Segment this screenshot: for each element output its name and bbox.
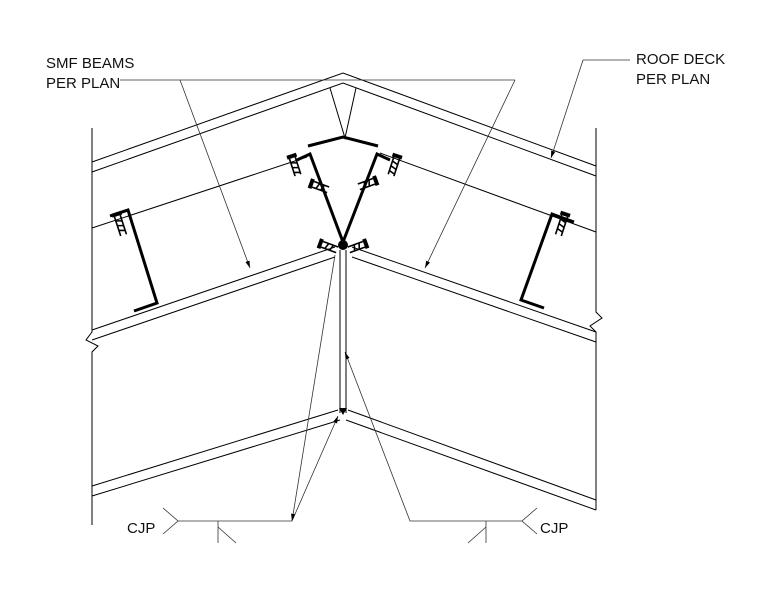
- smf-beam-bottom-lines: [91, 246, 597, 343]
- screw-left-purlin: [111, 210, 128, 237]
- right-z-purlin: [519, 212, 575, 310]
- cjp-left-leader: [162, 254, 339, 544]
- roof-deck-label-line1: ROOF DECK: [636, 51, 725, 68]
- smf-beams-leaders: [120, 79, 516, 269]
- ridge-bent-plate: [296, 135, 391, 247]
- roof-deck: [91, 72, 597, 177]
- smf-beam-top-lines: [91, 152, 597, 233]
- screw-ridge-left-2: [307, 178, 330, 194]
- screw-bottom-right: [347, 238, 370, 254]
- lower-beam-lines: [91, 409, 597, 511]
- left-break-line: [85, 128, 99, 525]
- smf-beams-label-line1: SMF BEAMS: [46, 55, 134, 72]
- smf-beams-label-line2: PER PLAN: [46, 75, 120, 92]
- cjp-label-right: CJP: [540, 520, 568, 537]
- cjp-right-leader: [344, 351, 538, 544]
- roof-deck-leader: [550, 59, 630, 159]
- screw-bottom-left: [316, 238, 339, 254]
- right-break-line: [589, 128, 603, 510]
- screws: [111, 152, 571, 254]
- screw-right-purlin: [554, 210, 571, 237]
- screw-ridge-right-1: [387, 152, 403, 177]
- roof-deck-label-line2: PER PLAN: [636, 71, 710, 88]
- center-web: [339, 250, 347, 415]
- screw-ridge-left-1: [286, 152, 302, 177]
- cjp-label-left: CJP: [127, 520, 155, 537]
- ridge-pin: [338, 240, 348, 250]
- screw-ridge-right-2: [357, 175, 380, 191]
